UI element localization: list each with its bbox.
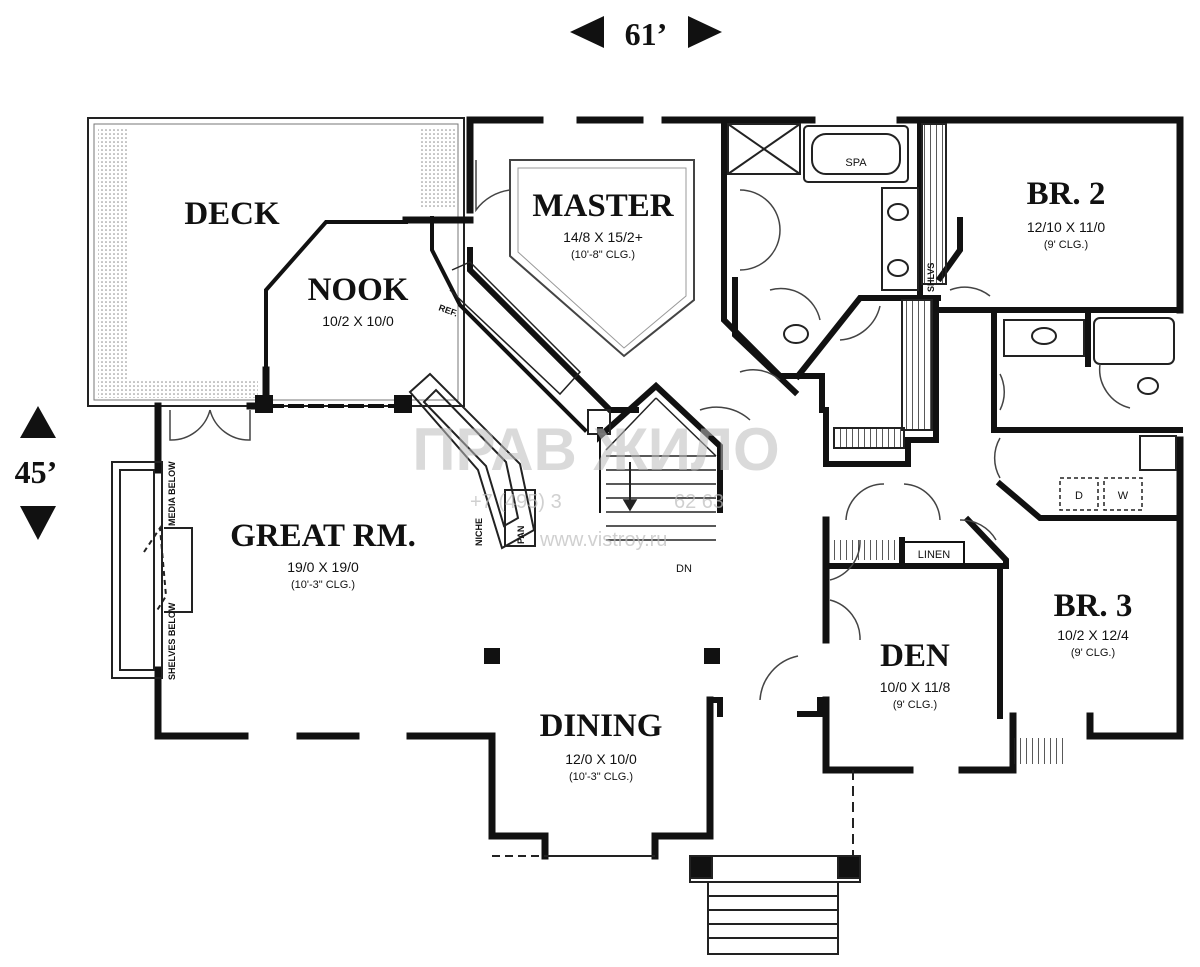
shelves-below-label: SHELVES BELOW bbox=[167, 602, 177, 680]
dryer-label: D bbox=[1075, 490, 1083, 502]
arrow-right-icon bbox=[688, 16, 722, 48]
master-size: 14/8 X 15/2+ bbox=[563, 229, 643, 245]
nook-label: NOOK bbox=[308, 272, 409, 308]
stair-down-label: DN bbox=[676, 563, 692, 575]
dining-ceiling: (10'-3" CLG.) bbox=[569, 771, 633, 783]
dining-label: DINING bbox=[540, 708, 663, 744]
closet-shelving bbox=[832, 540, 1066, 764]
laundry bbox=[1059, 477, 1143, 511]
width-label: 61’ bbox=[625, 16, 668, 52]
great-room-size: 19/0 X 19/0 bbox=[287, 559, 359, 575]
deck-label: DECK bbox=[184, 196, 280, 232]
br2-ceiling: (9' CLG.) bbox=[1044, 239, 1088, 251]
br3-size: 10/2 X 12/4 bbox=[1057, 627, 1129, 643]
arrow-up-icon bbox=[20, 406, 56, 438]
linen-label: LINEN bbox=[918, 549, 950, 561]
niche-label: NICHE bbox=[474, 518, 484, 546]
watermark-brand: ПРАВ ЖИЛО bbox=[412, 416, 779, 483]
shelves-label: SHLVS bbox=[926, 263, 936, 292]
den-label: DEN bbox=[880, 638, 950, 674]
fireplace-bay bbox=[111, 461, 193, 679]
dining-size: 12/0 X 10/0 bbox=[565, 751, 637, 767]
master-ceiling: (10'-8" CLG.) bbox=[571, 249, 635, 261]
arrow-down-icon bbox=[20, 506, 56, 540]
br3-label: BR. 3 bbox=[1054, 588, 1133, 624]
depth-label: 45’ bbox=[15, 454, 58, 490]
watermark: ПРАВ ЖИЛО +7 (495) 3 62 63 www.vistroy.r… bbox=[412, 416, 779, 551]
deck-area bbox=[87, 117, 465, 407]
pantry-label: PAN bbox=[516, 526, 526, 544]
nook-size: 10/2 X 10/0 bbox=[322, 313, 394, 329]
arrow-left-icon bbox=[570, 16, 604, 48]
door-swings bbox=[169, 160, 1131, 701]
bath-2-fixtures bbox=[1003, 317, 1177, 471]
br3-ceiling: (9' CLG.) bbox=[1071, 647, 1115, 659]
width-dimension: 61’ bbox=[570, 16, 722, 52]
watermark-site: www.vistroy.ru bbox=[539, 529, 667, 551]
watermark-phone: +7 (495) 3 bbox=[470, 491, 562, 513]
master-tray-ceiling bbox=[509, 159, 695, 358]
kitchen-fixtures bbox=[408, 261, 611, 550]
staircase bbox=[605, 397, 717, 541]
great-room-ceiling: (10'-3" CLG.) bbox=[291, 579, 355, 591]
room-labels: DECK NOOK 10/2 X 10/0 MASTER 14/8 X 15/2… bbox=[184, 176, 1132, 783]
washer-label: W bbox=[1118, 490, 1129, 502]
depth-dimension: 45’ bbox=[15, 406, 58, 540]
spa-label: SPA bbox=[845, 157, 867, 169]
den-size: 10/0 X 11/8 bbox=[880, 679, 951, 695]
front-porch bbox=[492, 770, 861, 955]
den-ceiling: (9' CLG.) bbox=[893, 699, 937, 711]
walls bbox=[154, 116, 1184, 860]
master-bath-fixtures bbox=[727, 123, 947, 449]
media-below-label: MEDIA BELOW bbox=[167, 461, 177, 526]
master-label: MASTER bbox=[532, 188, 674, 224]
br2-size: 12/10 X 11/0 bbox=[1027, 219, 1106, 235]
watermark-phone-tail: 62 63 bbox=[674, 491, 724, 513]
great-room-label: GREAT RM. bbox=[230, 518, 416, 554]
br2-label: BR. 2 bbox=[1027, 176, 1106, 212]
